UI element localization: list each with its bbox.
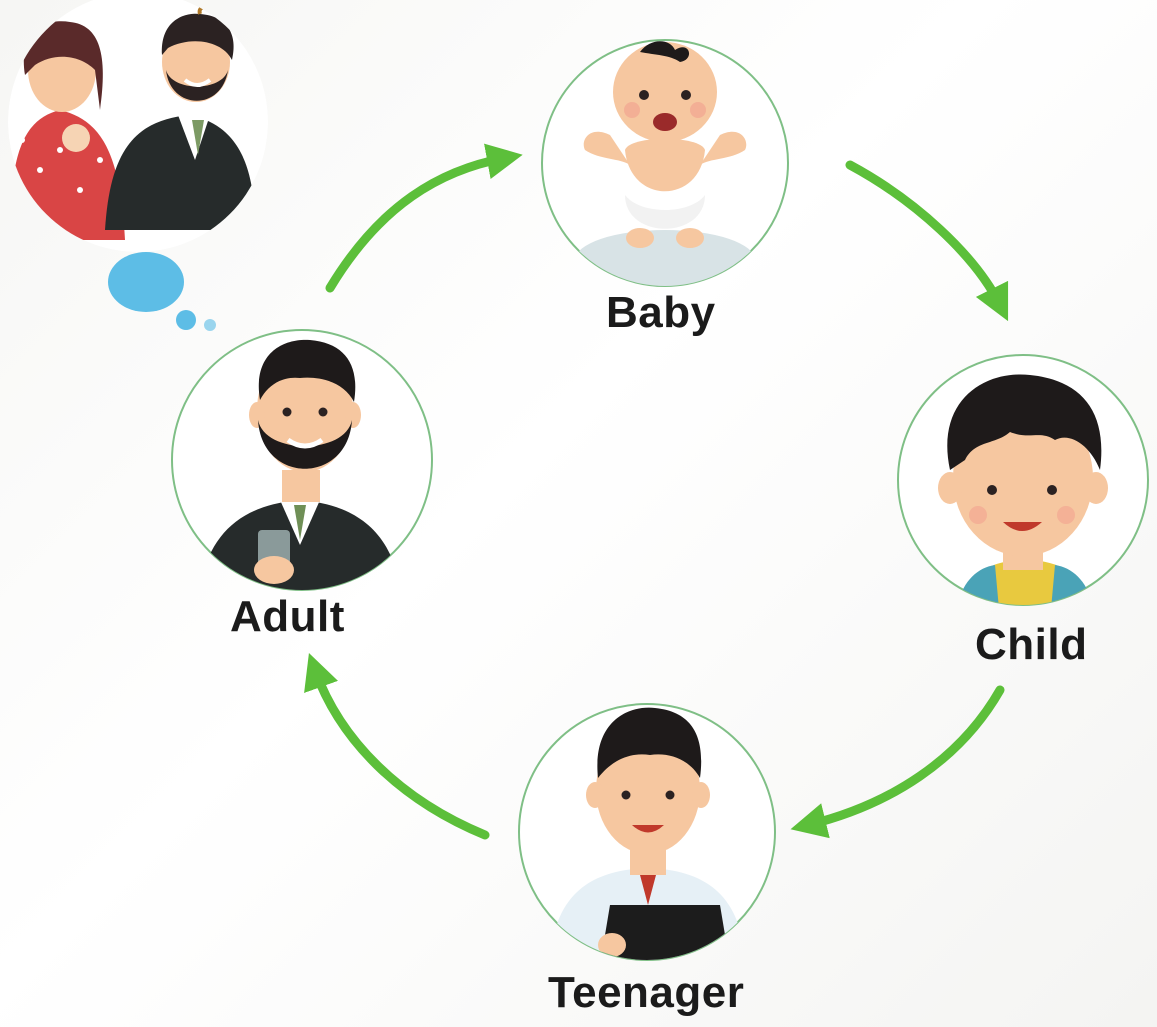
child-label: Child [975, 620, 1088, 669]
baby-label: Baby [606, 288, 716, 337]
stage-child [897, 354, 1149, 606]
stage-baby [541, 39, 789, 287]
adult-man-icon [198, 339, 402, 590]
arrow-teenager-to-adult [304, 653, 490, 840]
arrow-child-to-teenager [790, 685, 1005, 839]
child-boy-icon [938, 374, 1108, 605]
baby-icon [575, 41, 755, 286]
thought-bubble [108, 252, 216, 331]
stage-teenager [518, 703, 776, 961]
adult-label: Adult [230, 592, 345, 641]
arrow-adult-to-baby [325, 143, 523, 293]
teenager-label: Teenager [548, 968, 745, 1017]
father-figure [105, 5, 255, 230]
stage-adult [171, 329, 433, 591]
cycle-arrows [304, 143, 1009, 840]
arrow-baby-to-child [845, 160, 1009, 322]
thought-bubble-medium [176, 310, 196, 330]
thought-bubble-large [108, 252, 184, 312]
thought-bubble-small [204, 319, 216, 331]
parents-thought-bubble-icon [8, 0, 268, 252]
